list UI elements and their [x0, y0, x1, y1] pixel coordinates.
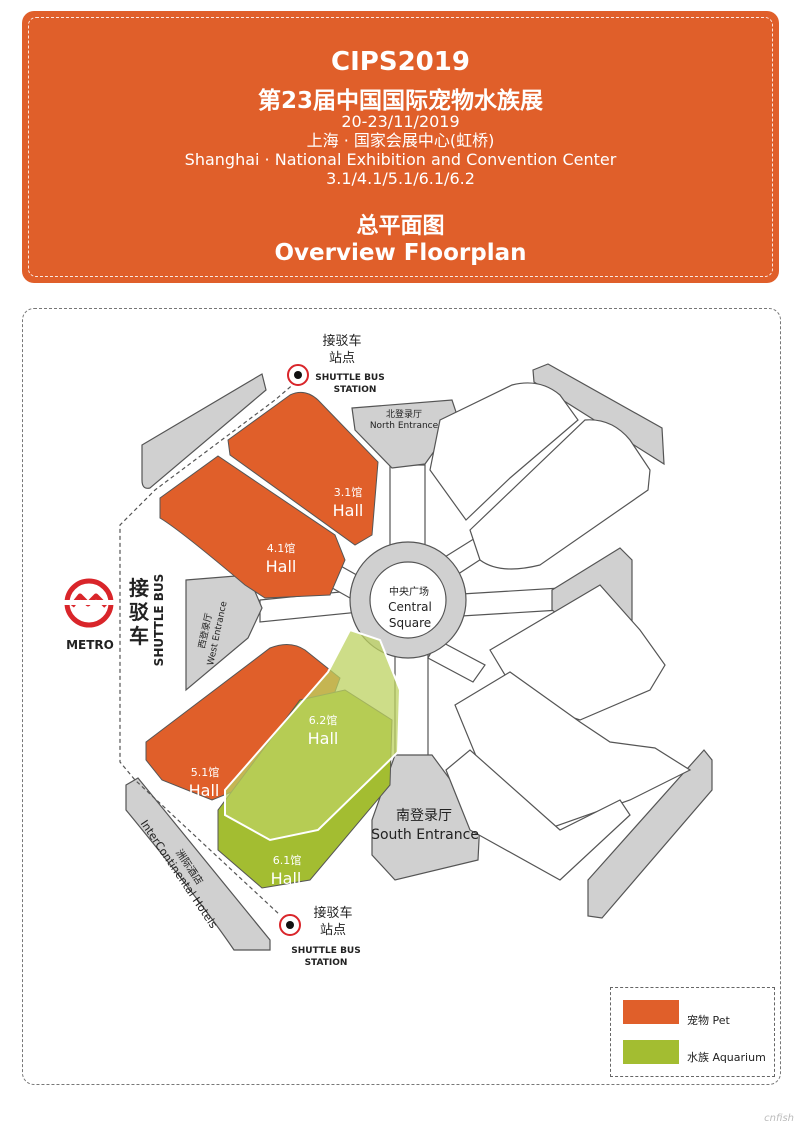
- south-entrance-cn: 南登录厅: [396, 808, 452, 824]
- shuttle-top-cn-2: 站点: [329, 351, 355, 366]
- hall-3-1-num: 3.1馆: [334, 485, 363, 499]
- hall-4-1-num: 4.1馆: [267, 541, 296, 555]
- event-title-cn: 第23届中国国际宠物水族展: [257, 88, 543, 114]
- gray-block-se: [587, 749, 713, 919]
- header-banner: CIPS2019 第23届中国国际宠物水族展 20-23/11/2019 上海 …: [22, 11, 779, 283]
- header-dashed-border: [28, 17, 773, 277]
- hall-4-1-label: Hall: [266, 557, 297, 576]
- shuttle-top-en-1: SHUTTLE BUS: [315, 373, 384, 383]
- hall-4-1: [159, 455, 346, 599]
- legend-pet-label: 宠物 Pet: [687, 1014, 730, 1027]
- hall-3-1-label: Hall: [333, 501, 364, 520]
- subtitle-en: Overview Floorplan: [274, 240, 527, 266]
- shuttle-bus-side-cn-3: 车: [129, 624, 149, 648]
- north-entrance-cn: 北登录厅: [386, 409, 422, 420]
- gray-blocks: [125, 363, 713, 951]
- metro-label: METRO: [66, 638, 114, 652]
- event-date: 20-23/11/2019: [341, 112, 460, 131]
- aquarium-halls: [217, 628, 402, 889]
- shuttle-bus-side-cn-2: 驳: [129, 600, 150, 624]
- north-entrance-en: North Entrance: [370, 421, 439, 431]
- legend-aquarium-swatch: [623, 1040, 679, 1064]
- hall-5-1-num: 5.1馆: [191, 765, 220, 779]
- hall-6-2: [224, 628, 402, 842]
- watermark: cnfish: [764, 1113, 794, 1124]
- halls-list: 3.1/4.1/5.1/6.1/6.2: [326, 169, 475, 188]
- inactive-halls: [429, 382, 692, 881]
- gray-block-ne: [532, 363, 665, 466]
- shuttle-top-cn-1: 接驳车: [322, 333, 361, 349]
- hall-6-2-label: Hall: [308, 729, 339, 748]
- metro-icon[interactable]: [64, 578, 114, 628]
- legend: 宠物 Pet 水族 Aquarium: [610, 987, 775, 1077]
- hall-6-1-num: 6.1馆: [273, 853, 302, 867]
- north-entrance-block: [351, 399, 459, 469]
- legend-aquarium-label: 水族 Aquarium: [687, 1051, 766, 1064]
- shuttle-bottom-cn-1: 接驳车: [313, 905, 352, 921]
- shuttle-bottom-en-1: SHUTTLE BUS: [291, 946, 360, 956]
- hall-6-2-num: 6.2馆: [309, 713, 338, 727]
- shuttle-station-top-icon[interactable]: [287, 364, 309, 386]
- map-frame: [22, 308, 781, 1085]
- shuttle-bottom-cn-2: 站点: [320, 923, 346, 938]
- central-square-en-1: Central: [388, 600, 432, 614]
- subtitle-cn: 总平面图: [356, 214, 445, 239]
- gray-block-nw: [141, 373, 267, 489]
- venue-en: Shanghai · National Exhibition and Conve…: [184, 150, 617, 169]
- event-title-en: CIPS2019: [331, 47, 470, 77]
- south-entrance-en: South Entrance: [371, 827, 479, 843]
- shuttle-bus-side-cn-1: 接: [129, 576, 149, 600]
- venue-cn: 上海 · 国家会展中心(虹桥): [306, 131, 495, 150]
- shuttle-top-en-2: STATION: [334, 385, 377, 395]
- central-square: [349, 541, 467, 659]
- shuttle-bus-route: [119, 381, 297, 916]
- shuttle-bottom-en-2: STATION: [305, 958, 348, 968]
- hall-3-1: [227, 391, 379, 546]
- shuttle-station-bottom-icon[interactable]: [279, 914, 301, 936]
- gray-block-sw: [125, 777, 271, 951]
- shuttle-bus-side-en: SHUTTLE BUS: [152, 574, 166, 667]
- hall-6-1-label: Hall: [271, 869, 302, 888]
- central-square-en-2: Square: [389, 616, 431, 630]
- hall-5-1-label: Hall: [189, 781, 220, 800]
- legend-pet-swatch: [623, 1000, 679, 1024]
- central-square-cn: 中央广场: [389, 585, 429, 598]
